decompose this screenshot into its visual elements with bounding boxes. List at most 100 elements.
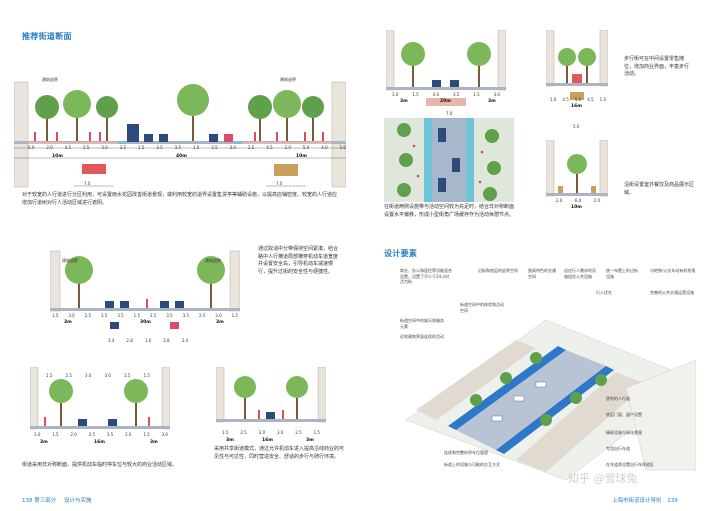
building-right — [331, 81, 346, 188]
setback-label-right-2: 建筑退界 — [205, 258, 221, 263]
section6-sub-dim: 5.0 — [573, 124, 580, 129]
callout-experience: 街道空间中的体验和活动空间 — [460, 302, 504, 313]
axonometric-diagram — [405, 319, 696, 480]
street-section-4 — [216, 367, 326, 423]
section7-width: 10m — [571, 205, 582, 210]
callout-setback-space: 沿街和底层的退界空间 — [478, 268, 518, 273]
section1-width-right: 10m — [296, 154, 307, 159]
section4-width-mid: 16m — [262, 438, 273, 443]
left-footer-part: 第三部分 — [34, 498, 57, 504]
section4-width-right: 3m — [306, 438, 314, 443]
section1-width-left: 10m — [52, 154, 63, 159]
car-icon — [108, 419, 117, 426]
axon-road — [456, 350, 606, 450]
setback-label-left: 建筑退界 — [42, 77, 58, 82]
callout-sidewalk: 便利的人行道 — [606, 396, 630, 401]
watermark: 知乎 @雪球兔 — [568, 472, 638, 485]
callout-landscape: 精致设施与绿化景观 — [606, 430, 642, 435]
section3-description: 街道采用非对称断面，提供机动车临时停车位与较大的商业活动区域。 — [22, 462, 178, 468]
section3-width-left: 3m — [40, 440, 48, 445]
car-icon — [175, 301, 184, 308]
plan-road — [432, 118, 466, 202]
bus-icon — [127, 124, 139, 142]
inset-right-dim: 7.0 — [276, 181, 283, 186]
right-page-number: 139 — [667, 498, 678, 504]
callout-mixed-use: 商业、办公和居住等功能混合设置，设置了不少于24小时活力街 — [400, 268, 452, 284]
street-section-7 — [546, 140, 608, 197]
callout-pedestrian-first: 行人优先 — [596, 290, 612, 295]
trees — [35, 84, 324, 142]
building-left — [14, 81, 29, 188]
car-icon — [159, 134, 168, 142]
section2-width-left: 3m — [64, 320, 72, 325]
section4-description: 采用共享街道模式，通过允许机动车进入提高沿线商业的可见性与可达性，同时营造安全、… — [214, 446, 345, 460]
street-section-3 — [30, 367, 170, 430]
pedestrian-icon — [146, 299, 148, 308]
setback-label-left-2: 建筑退界 — [62, 258, 78, 263]
callout-entertainment: 街道空间中的娱乐和服务元素 — [400, 318, 444, 329]
inset-left-dim: 7.0 — [84, 181, 91, 186]
car-icon — [224, 134, 233, 142]
callout-facilities: 适应行人需求的设施组合公共设施 — [564, 268, 596, 279]
street-section-6 — [546, 30, 608, 100]
ground-line — [14, 141, 346, 144]
section6-width: 16m — [571, 104, 582, 109]
kiosk-icon — [572, 74, 582, 83]
section1-description: 对于较宽的人行道进行分区利用，可设置雨水花园改善街道景观，或利用较宽的退界设置售… — [22, 192, 338, 206]
section3-width-right: 3m — [150, 440, 158, 445]
kiosk-icon — [82, 164, 106, 174]
callout-traffic-space: 独具特色的交通空间 — [528, 268, 556, 279]
section5-width-right: 3m — [488, 99, 496, 104]
car-icon — [450, 80, 459, 87]
callout-bike-lane: 专用自行车道 — [606, 446, 630, 451]
callout-interaction: 街道上的设施与可能的交互方式 — [444, 462, 500, 467]
section5-width-mid: 20m — [440, 99, 451, 104]
car-icon — [144, 134, 153, 142]
section4-width-left: 3m — [226, 438, 234, 443]
car-icon — [266, 412, 275, 419]
section3-width-mid: 16m — [94, 440, 105, 445]
right-footer-book: 上海市街道设计导则 — [612, 498, 662, 504]
car-icon — [120, 301, 129, 308]
plan-view — [384, 118, 514, 202]
callout-frontage: 近地建筑界面连续的活动 — [400, 334, 444, 339]
callout-storefront: 底层门面、窗户设置 — [606, 412, 642, 417]
left-page-number: 138 — [22, 498, 33, 504]
section5-width-left: 3m — [400, 99, 408, 104]
right-footer: 上海市街道设计导则 139 — [612, 496, 678, 504]
callout-parking-mgmt: 连续和完整的停车位管理 — [444, 450, 488, 455]
left-section-title: 推荐街道断面 — [22, 32, 72, 41]
left-footer-chapter: 设计与实施 — [64, 498, 92, 504]
section2-width-mid: 30m — [140, 320, 151, 325]
street-section-1 — [14, 81, 346, 188]
plan-view-description: 在街道两侧设施带与活动空间较为充足时，结合非对称断面设置水平偏移，形成小型街角广… — [384, 204, 515, 218]
setback-label-right: 建筑退界 — [280, 77, 296, 82]
car-icon — [432, 80, 441, 87]
section2-width-right: 3m — [216, 320, 224, 325]
right-section-title: 设计要素 — [384, 249, 418, 258]
kiosk-icon — [274, 164, 298, 176]
street-section-5 — [386, 30, 506, 106]
section6-description: 步行街可在中间设置零售摊位，增加商业界面，丰富步行活动。 — [624, 56, 690, 77]
pedestrians — [34, 132, 324, 141]
callout-crossing: 统一布置上的过街设施 — [606, 268, 638, 279]
street-section-2 — [50, 250, 240, 329]
callout-transit-ops: 完善的公共交通运营设施 — [650, 290, 694, 295]
left-footer: 138 第三部分 设计与实施 — [22, 496, 92, 504]
car-icon — [105, 301, 114, 308]
car-icon — [78, 419, 87, 426]
section5-inset-dim: 7.0 — [446, 111, 453, 116]
callout-transit: 与地铁/公交车站有机衔接 — [650, 268, 696, 273]
car-icon — [209, 134, 218, 142]
callout-bike-parking: 在车道旁设置自行车停放区 — [606, 462, 654, 467]
section2-description: 通过取消中分带保持空间紧凑，结合路中人行横道局部横穿机动车道宽度并设置安全岛，引… — [258, 246, 339, 275]
